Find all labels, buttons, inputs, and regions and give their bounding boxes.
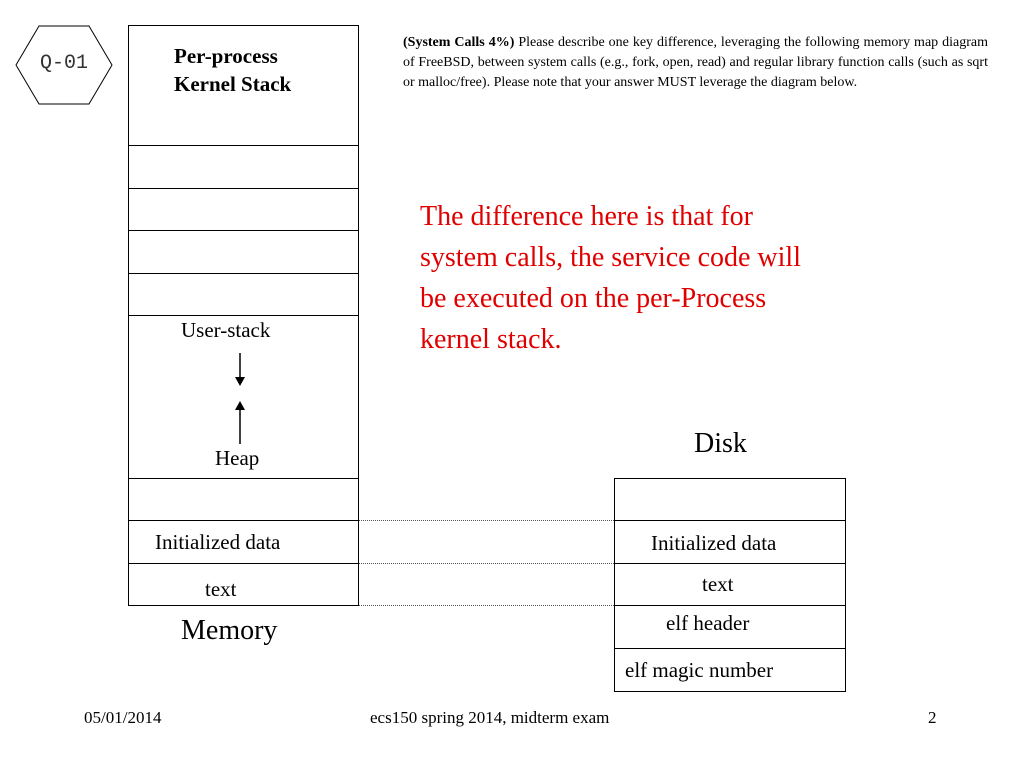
stack-growth-arrow-icon [235, 353, 245, 386]
disk-initialized-data-label: Initialized data [651, 531, 777, 555]
memory-initialized-data-label: Initialized data [155, 530, 281, 554]
disk-elf-header: elf header [614, 605, 846, 649]
user-stack-label: User-stack [181, 318, 271, 342]
question-id: Q-01 [39, 52, 88, 75]
hexagon-icon [15, 25, 113, 105]
memory-segment-empty [128, 188, 359, 231]
disk-caption: Disk [694, 428, 747, 459]
question-badge [15, 25, 113, 105]
stack-heap-region: User-stack Heap [128, 315, 359, 479]
memory-segment-empty [128, 145, 359, 189]
memory-segment-empty [128, 478, 359, 521]
disk-text: text [614, 563, 846, 606]
disk-elf-magic-label: elf magic number [625, 658, 774, 682]
question-body: Please describe one key difference, leve… [403, 35, 988, 90]
connector-line [359, 520, 614, 521]
answer-text: The difference here is that for system c… [420, 201, 801, 355]
heap-label: Heap [215, 446, 260, 470]
footer-date: 05/01/2014 [84, 708, 162, 727]
memory-caption: Memory [181, 615, 278, 646]
memory-initialized-data: Initialized data [128, 520, 359, 564]
disk-segment-empty [614, 478, 846, 521]
question-text: (System Calls 4%) Please describe one ke… [403, 33, 988, 93]
memory-text: text [128, 563, 359, 606]
disk-elf-header-label: elf header [666, 611, 750, 635]
question-lead: (System Calls 4%) [403, 35, 515, 50]
kernel-stack-block: Per-process Kernel Stack [128, 25, 359, 146]
memory-text-label: text [205, 577, 237, 601]
disk-text-label: text [702, 572, 734, 596]
disk-elf-magic: elf magic number [614, 648, 846, 692]
connector-line [359, 605, 614, 606]
footer-page-number: 2 [928, 708, 937, 727]
memory-segment-empty [128, 230, 359, 274]
heap-growth-arrow-icon [235, 401, 245, 444]
connector-line [359, 563, 614, 564]
memory-segment-empty [128, 273, 359, 316]
kernel-stack-title: Per-process Kernel Stack [174, 44, 292, 96]
footer-course: ecs150 spring 2014, midterm exam [370, 708, 610, 727]
disk-initialized-data: Initialized data [614, 520, 846, 564]
